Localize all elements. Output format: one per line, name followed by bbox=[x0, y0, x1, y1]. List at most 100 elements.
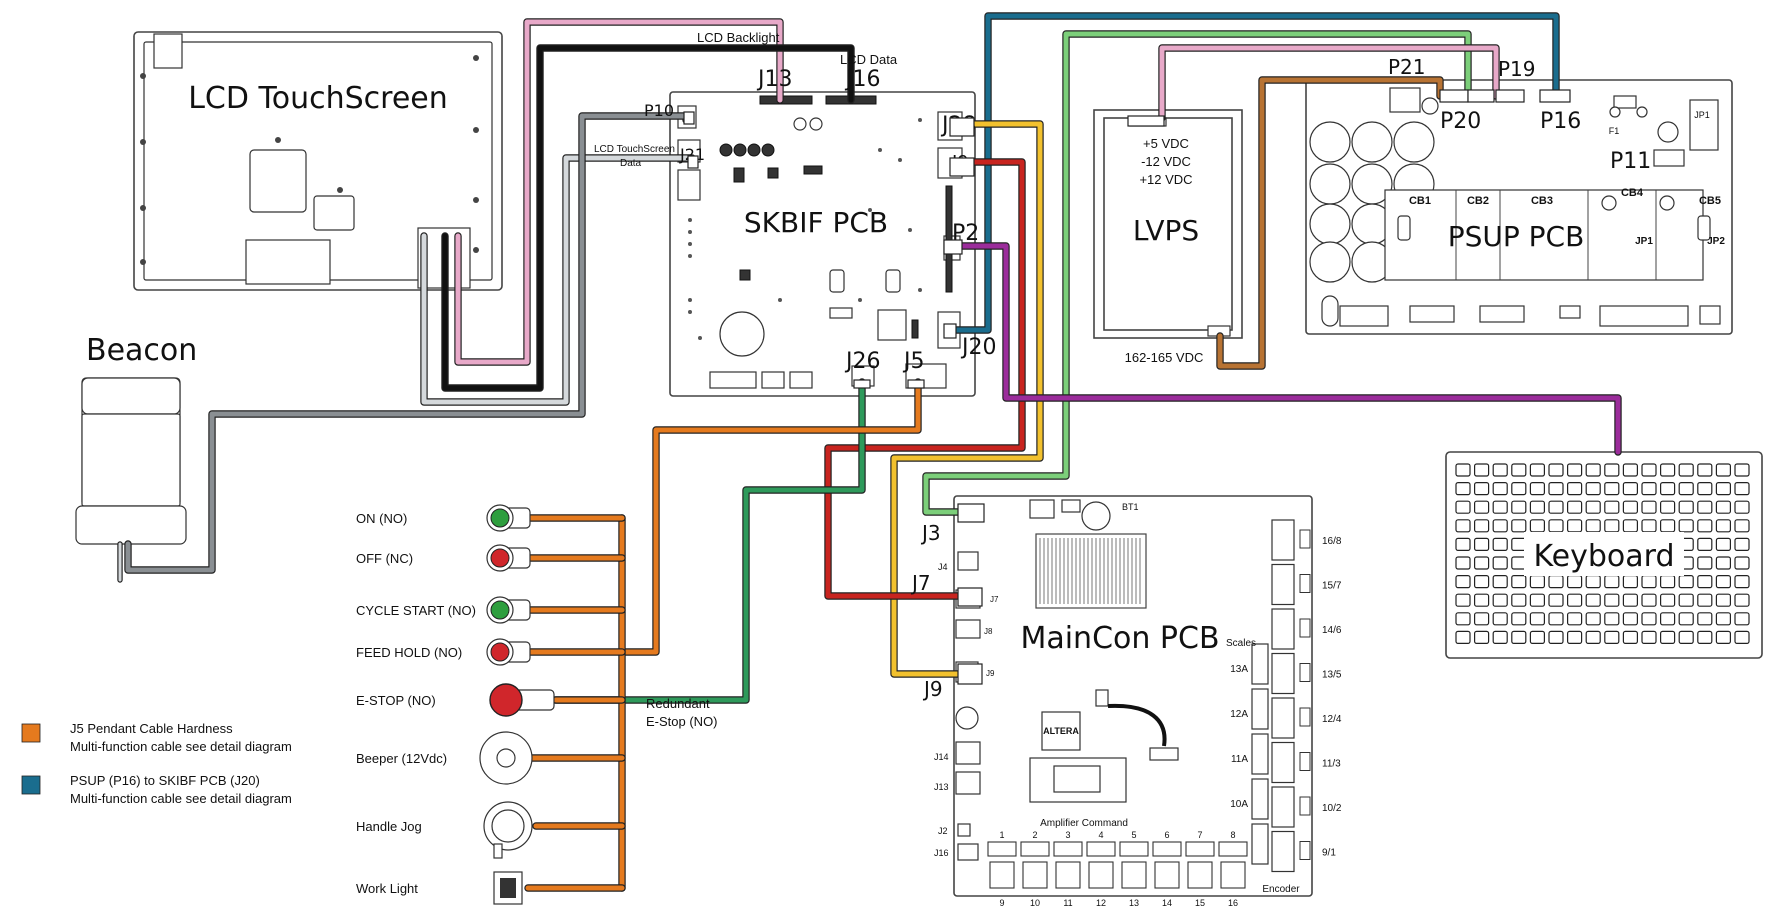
legend-line-1: PSUP (P16) to SKIBF PCB (J20) bbox=[70, 773, 260, 788]
amp-bottom-label: 15 bbox=[1195, 898, 1205, 908]
amp-bottom-label: 13 bbox=[1129, 898, 1139, 908]
legend-line-2: Multi-function cable see detail diagram bbox=[70, 791, 292, 806]
pendant-feed-hold-no: FEED HOLD (NO) bbox=[356, 638, 626, 666]
maincon-j16-label: J16 bbox=[934, 848, 949, 858]
lvps-12n-label: -12 VDC bbox=[1141, 154, 1191, 169]
maincon-j2-label: J2 bbox=[938, 826, 948, 836]
encoder-connector-label: 12/4 bbox=[1322, 714, 1342, 725]
encoder-connector-label: 16/8 bbox=[1322, 536, 1342, 547]
maincon-j13-label: J13 bbox=[934, 782, 949, 792]
pendant-label: CYCLE START (NO) bbox=[356, 603, 476, 618]
maincon-j3-label: J3 bbox=[920, 521, 941, 545]
encoder-connector-label: 10/2 bbox=[1322, 803, 1342, 814]
legend-line-1: J5 Pendant Cable Hardness bbox=[70, 721, 233, 736]
encoder-connector-label: 9/1 bbox=[1322, 848, 1336, 859]
encoder-label: Encoder bbox=[1262, 884, 1300, 895]
skbif-j26-label: J26 bbox=[844, 349, 880, 374]
beacon: Beacon bbox=[75, 333, 197, 545]
keyboard-title: Keyboard bbox=[1533, 539, 1674, 574]
maincon-j9-label: J9 bbox=[922, 677, 943, 701]
amp-top-label: 6 bbox=[1164, 830, 1169, 840]
maincon-title: MainCon PCB bbox=[1020, 621, 1219, 656]
pendant-handle-jog: Handle Jog bbox=[356, 801, 626, 859]
psup-p16-label: P16 bbox=[1540, 109, 1581, 134]
scale-connector-label: 11A bbox=[1231, 754, 1248, 765]
pendant-beeper-12vdc: Beeper (12Vdc) bbox=[356, 731, 626, 785]
wire-p20-j3 bbox=[923, 31, 1471, 515]
amp-top-label: 1 bbox=[999, 830, 1004, 840]
cb4-label: CB4 bbox=[1621, 187, 1644, 199]
psup-p20-label: P20 bbox=[1440, 109, 1481, 134]
scales-label: Scales bbox=[1226, 638, 1256, 649]
pendant-label: OFF (NC) bbox=[356, 551, 413, 566]
encoder-connector-label: 15/7 bbox=[1322, 581, 1342, 592]
altera-label: ALTERA bbox=[1043, 726, 1079, 736]
pendant-label: Beeper (12Vdc) bbox=[356, 751, 447, 766]
amp-bottom-label: 10 bbox=[1030, 898, 1040, 908]
lcd-title: LCD TouchScreen bbox=[188, 81, 448, 116]
encoder-connector-label: 13/5 bbox=[1322, 670, 1342, 681]
lvps-12p-label: +12 VDC bbox=[1139, 172, 1192, 187]
cb2-label: CB2 bbox=[1467, 195, 1489, 207]
redundant-estop-label-1: Redundant bbox=[646, 696, 710, 711]
psup-p11-label: P11 bbox=[1610, 149, 1651, 174]
maincon-j7-small-label: J7 bbox=[990, 595, 999, 604]
scale-connector-label: 10A bbox=[1230, 799, 1248, 810]
legend-swatch bbox=[21, 775, 41, 795]
legend-line-2: Multi-function cable see detail diagram bbox=[70, 739, 292, 754]
skbif-j20-label: J20 bbox=[960, 335, 996, 360]
wire-j5-pendant-outline bbox=[618, 378, 922, 656]
wire-j26-estop bbox=[545, 379, 865, 703]
lvps-input-label: 162-165 VDC bbox=[1125, 350, 1204, 365]
skbif-title: SKBIF PCB bbox=[744, 206, 888, 239]
pendant-label: Work Light bbox=[356, 881, 418, 896]
maincon-pcb: 16/815/714/613/512/411/310/29/113A12A11A… bbox=[953, 495, 1342, 908]
lvps-5v-label: +5 VDC bbox=[1143, 136, 1189, 151]
pendant-label: FEED HOLD (NO) bbox=[356, 645, 462, 660]
amp-top-label: 7 bbox=[1197, 830, 1202, 840]
legend-item: PSUP (P16) to SKIBF PCB (J20) Multi-funct… bbox=[21, 773, 292, 806]
legend: J5 Pendant Cable HardnessMulti-function … bbox=[21, 721, 292, 806]
lvps-title: LVPS bbox=[1133, 214, 1199, 247]
amp-bottom-label: 14 bbox=[1162, 898, 1172, 908]
skbif-pcb: SKBIF PCB bbox=[669, 91, 976, 397]
wire-p19-lvps bbox=[1159, 45, 1499, 121]
amp-top-label: 3 bbox=[1065, 830, 1070, 840]
amp-top-label: 2 bbox=[1032, 830, 1037, 840]
jp2-label: JP2 bbox=[1707, 236, 1725, 247]
wire-lcd-data bbox=[442, 45, 854, 391]
bt1-label: BT1 bbox=[1122, 502, 1139, 512]
jp1-label: JP1 bbox=[1635, 236, 1653, 247]
cb5-label: CB5 bbox=[1699, 195, 1721, 207]
f1-label: F1 bbox=[1609, 126, 1620, 136]
wire-p16-j20 bbox=[947, 13, 1559, 333]
wires bbox=[117, 12, 1622, 704]
amp-top-label: 5 bbox=[1131, 830, 1136, 840]
connector-blocks bbox=[683, 89, 1571, 685]
redundant-estop-label-2: E-Stop (NO) bbox=[646, 714, 718, 729]
lvps: +5 VDC -12 VDC +12 VDC LVPS 162-165 VDC bbox=[1093, 109, 1243, 365]
maincon-j4-label: J4 bbox=[938, 562, 948, 572]
psup-p19-label: P19 bbox=[1498, 57, 1536, 81]
wire-p2-keyboard bbox=[953, 243, 1621, 455]
skbif-j13-label: J13 bbox=[756, 67, 792, 92]
wire-lcd-touch bbox=[421, 155, 695, 405]
cb3-label: CB3 bbox=[1531, 195, 1553, 207]
lcd-touch-data-label-1: LCD TouchScreen bbox=[594, 144, 675, 155]
pendant-label: Handle Jog bbox=[356, 819, 422, 834]
maincon-j14-label: J14 bbox=[934, 752, 949, 762]
scale-connector-label: 13A bbox=[1230, 664, 1248, 675]
beacon-title: Beacon bbox=[86, 333, 197, 368]
skbif-j5-label: J5 bbox=[902, 349, 925, 374]
lcd-backlight-label: LCD Backlight bbox=[697, 30, 780, 45]
pendant-e-stop-no: E-STOP (NO) bbox=[356, 683, 626, 717]
psup-pcb: CB1 CB2 CB3 CB4 CB5 JP1 JP1 JP2 F1 PSUP … bbox=[1305, 79, 1733, 335]
psup-title: PSUP PCB bbox=[1448, 220, 1585, 253]
pendant-label: ON (NO) bbox=[356, 511, 407, 526]
skbif-p10-label: P10 bbox=[644, 101, 674, 120]
encoder-connector-label: 14/6 bbox=[1322, 625, 1342, 636]
legend-item: J5 Pendant Cable HardnessMulti-function … bbox=[21, 721, 292, 754]
amp-bottom-label: 9 bbox=[999, 898, 1004, 908]
